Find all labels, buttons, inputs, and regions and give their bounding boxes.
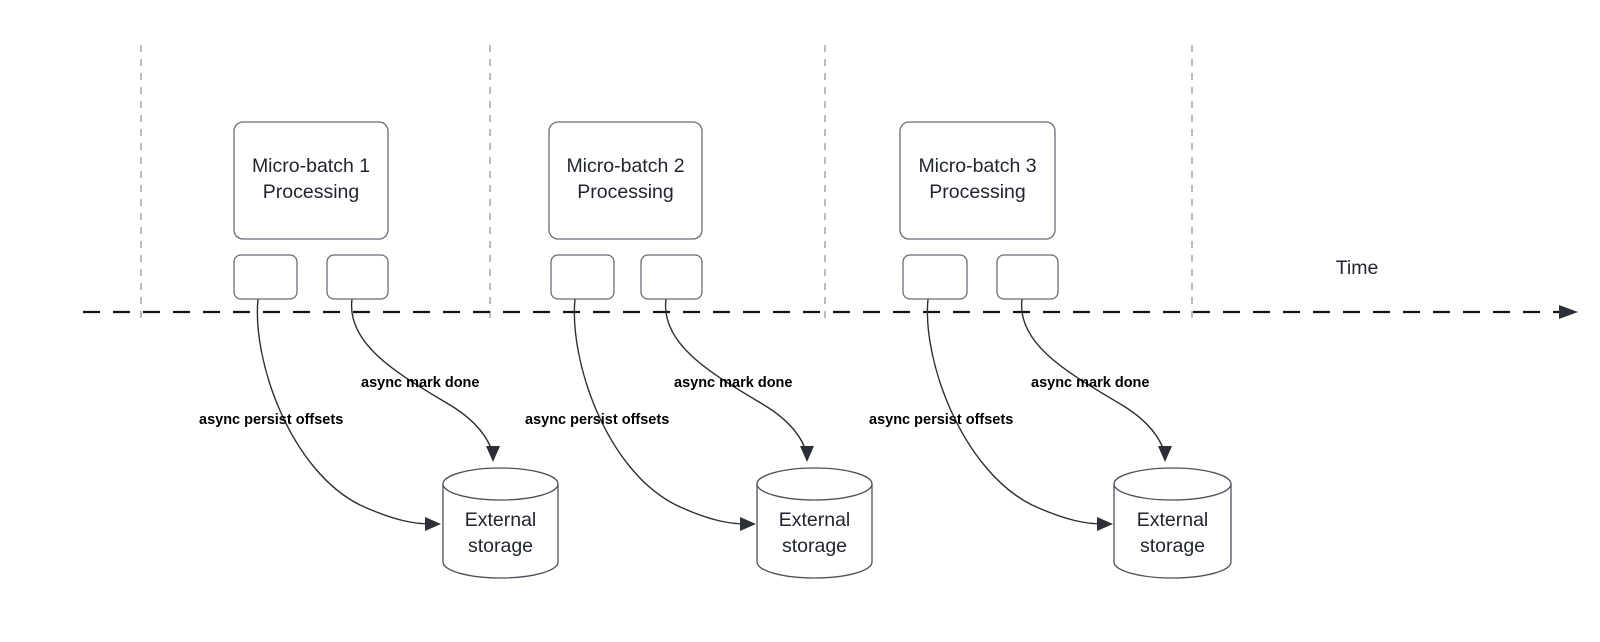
time-axis-label: Time xyxy=(1336,257,1379,279)
async-mark-done-3-arrowhead xyxy=(1158,446,1172,462)
async-mark-done-1-arrowhead xyxy=(486,446,500,462)
micro-batch-1-title-line1: Micro-batch 1 xyxy=(252,155,370,177)
external-storage-2-label-line1: External xyxy=(779,509,851,531)
micro-batch-2-title-line1: Micro-batch 2 xyxy=(566,155,684,177)
async-persist-offsets-1-label: async persist offsets xyxy=(199,412,343,428)
time-axis-arrowhead xyxy=(1559,305,1578,319)
task-slot-3b[interactable] xyxy=(996,254,1059,300)
async-persist-offsets-3-label: async persist offsets xyxy=(869,412,1013,428)
async-persist-offsets-1-path xyxy=(256,298,433,525)
task-slot-3a[interactable] xyxy=(902,254,968,300)
async-persist-offsets-2-path xyxy=(573,298,748,525)
async-mark-done-2-label: async mark done xyxy=(674,375,792,391)
async-persist-offsets-2-label: async persist offsets xyxy=(525,412,669,428)
micro-batch-3-title-line1: Micro-batch 3 xyxy=(918,155,1036,177)
micro-batch-2-title-line2: Processing xyxy=(577,181,673,203)
async-mark-done-3-label: async mark done xyxy=(1031,375,1149,391)
external-storage-3-body[interactable] xyxy=(1113,483,1232,579)
external-storage-1-node[interactable]: External storage xyxy=(442,467,559,579)
external-storage-3-node[interactable]: External storage xyxy=(1113,467,1232,579)
external-storage-3-label-line1: External xyxy=(1137,509,1209,531)
external-storage-1-body[interactable] xyxy=(442,483,559,579)
external-storage-2-node[interactable]: External storage xyxy=(756,467,873,579)
labels-group: Time async persist offsets async mark done… xyxy=(199,257,1378,428)
micro-batch-3-node[interactable]: Micro-batch 3 Processing xyxy=(899,121,1056,240)
edges-group xyxy=(256,298,1172,531)
async-mark-done-1-label: async mark done xyxy=(361,375,479,391)
async-mark-done-1-path xyxy=(350,298,493,453)
async-mark-done-2-path xyxy=(664,298,807,453)
external-storage-1-top-ellipse xyxy=(442,467,559,501)
async-mark-done-3-path xyxy=(1020,298,1165,453)
micro-batch-3-title-line2: Processing xyxy=(929,181,1025,203)
async-persist-offsets-3-path xyxy=(926,298,1105,525)
micro-batch-3-box[interactable] xyxy=(899,121,1056,240)
async-persist-offsets-1-arrowhead xyxy=(425,517,441,531)
task-slot-1a[interactable] xyxy=(233,254,298,300)
external-storage-2-label-line2: storage xyxy=(782,535,847,557)
task-slot-1b[interactable] xyxy=(326,254,389,300)
micro-batch-1-node[interactable]: Micro-batch 1 Processing xyxy=(233,121,389,240)
task-slot-2a[interactable] xyxy=(550,254,615,300)
external-storage-2-body[interactable] xyxy=(756,483,873,579)
async-persist-offsets-3-arrowhead xyxy=(1097,517,1113,531)
task-slot-2b[interactable] xyxy=(640,254,703,300)
timeline-group xyxy=(83,305,1578,319)
micro-batch-1-box[interactable] xyxy=(233,121,389,240)
external-storage-2-top-ellipse xyxy=(756,467,873,501)
micro-batch-2-box[interactable] xyxy=(548,121,703,240)
external-storage-1-label-line2: storage xyxy=(468,535,533,557)
external-storage-3-label-line2: storage xyxy=(1140,535,1205,557)
async-persist-offsets-2-arrowhead xyxy=(740,517,756,531)
tick-lines-group xyxy=(140,45,1193,320)
async-mark-done-2-arrowhead xyxy=(800,446,814,462)
external-storage-1-label-line1: External xyxy=(465,509,537,531)
micro-batch-2-node[interactable]: Micro-batch 2 Processing xyxy=(548,121,703,240)
external-storage-3-top-ellipse xyxy=(1113,467,1232,501)
micro-batch-1-title-line2: Processing xyxy=(263,181,359,203)
